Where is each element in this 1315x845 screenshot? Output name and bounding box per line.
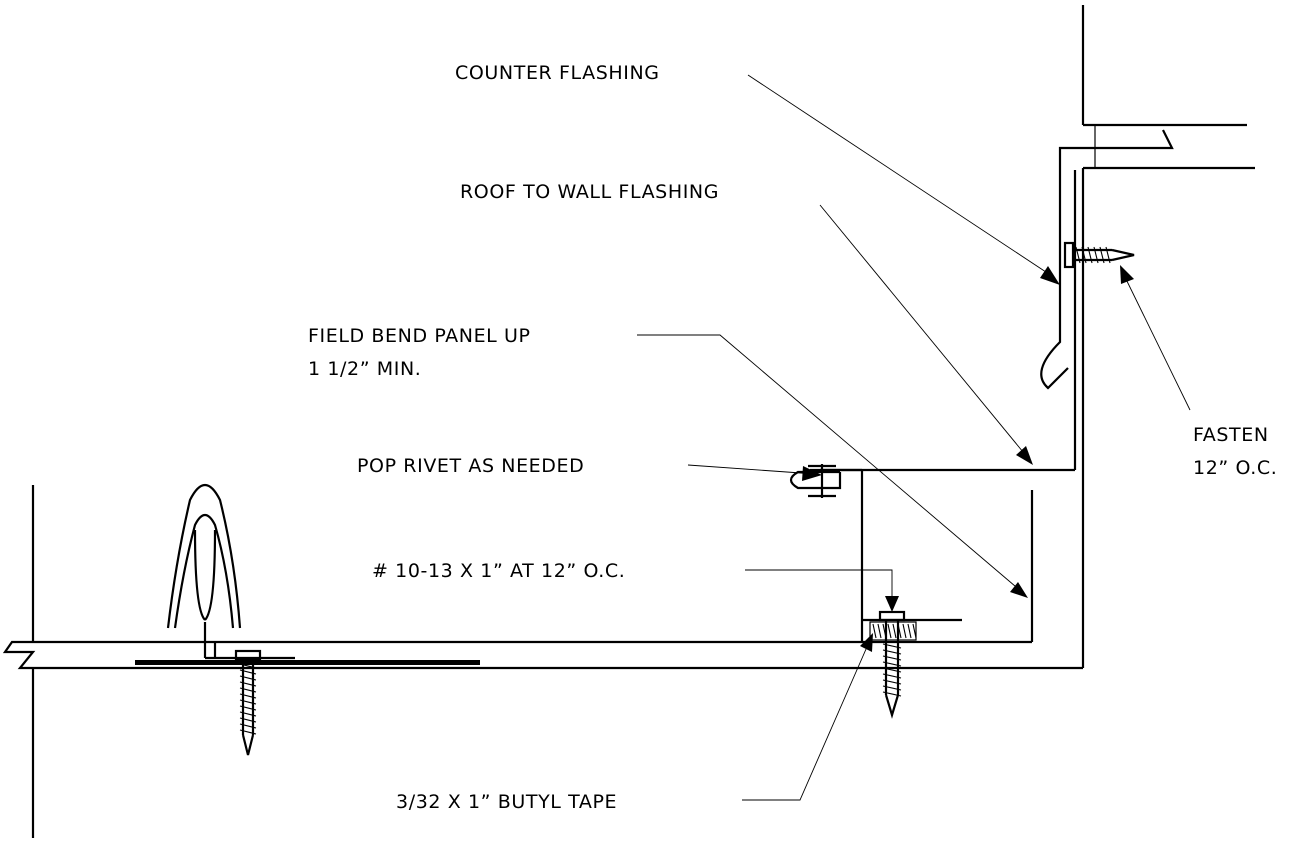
thread-line [882, 673, 902, 679]
butyl-tape [869, 621, 917, 641]
thread-line [239, 717, 257, 723]
label-fasten-2: 12” O.C. [1193, 457, 1277, 479]
thread-line [912, 623, 917, 639]
thread-line [882, 655, 902, 661]
label-field-bend-2: 1 1/2” MIN. [308, 358, 421, 380]
thread-line [892, 623, 897, 639]
roof-deck [2, 485, 1083, 838]
label-fasten-1: FASTEN [1193, 424, 1269, 446]
thread-line [882, 661, 902, 667]
thread-line [882, 643, 902, 649]
thread-line [872, 623, 877, 639]
label-butyl-tape: 3/32 X 1” BUTYL TAPE [396, 791, 617, 813]
thread-line [239, 705, 257, 711]
thread-line [882, 667, 902, 673]
thread-line [239, 675, 257, 681]
thread-line [1105, 246, 1111, 264]
thread-line [897, 623, 902, 639]
thread-line [882, 685, 902, 691]
wall [1081, 5, 1255, 668]
counter-flashing [1040, 129, 1174, 390]
leader-butyl-tape [742, 633, 873, 801]
leader-pop-rivet [687, 464, 822, 481]
label-field-bend-1: FIELD BEND PANEL UP [308, 325, 531, 347]
thread-line [239, 711, 257, 717]
thread-line [882, 691, 902, 697]
thread-line [239, 693, 257, 699]
underlayment [135, 660, 480, 665]
leader-field-bend [637, 334, 1028, 598]
thread-line [877, 623, 882, 639]
panel-clip-icon [166, 483, 242, 629]
thread-line [902, 623, 907, 639]
pop-rivet-icon [789, 464, 842, 498]
leader-fasten [1120, 265, 1191, 411]
thread-line [239, 699, 257, 705]
thread-line [239, 669, 257, 675]
thread-line [882, 679, 902, 685]
label-counter-flashing: COUNTER FLASHING [455, 62, 660, 84]
leader-counter-flashing [747, 74, 1060, 285]
roof-to-wall-flashing [820, 170, 1077, 472]
thread-line [887, 623, 892, 639]
thread-line [882, 649, 902, 655]
thread-line [239, 729, 257, 735]
label-pop-rivet: POP RIVET AS NEEDED [357, 455, 584, 477]
thread-line [1093, 246, 1099, 264]
label-screw-spec: # 10-13 X 1” AT 12” O.C. [372, 560, 625, 582]
thread-line [239, 681, 257, 687]
leader-roof-to-wall [819, 204, 1033, 465]
thread-line [239, 723, 257, 729]
metal-panel [33, 468, 864, 660]
label-roof-to-wall-flashing: ROOF TO WALL FLASHING [460, 181, 719, 203]
thread-line [239, 687, 257, 693]
screw-threads [239, 246, 1111, 735]
thread-line [1075, 246, 1081, 264]
thread-line [907, 623, 912, 639]
screw-icon [234, 649, 262, 756]
leader-screw-spec [745, 569, 899, 612]
field-bent-panel [862, 490, 1034, 644]
thread-line [1099, 246, 1105, 264]
thread-line [1081, 246, 1087, 264]
thread-line [1087, 246, 1093, 264]
thread-line [239, 663, 257, 669]
thread-line [882, 623, 887, 639]
